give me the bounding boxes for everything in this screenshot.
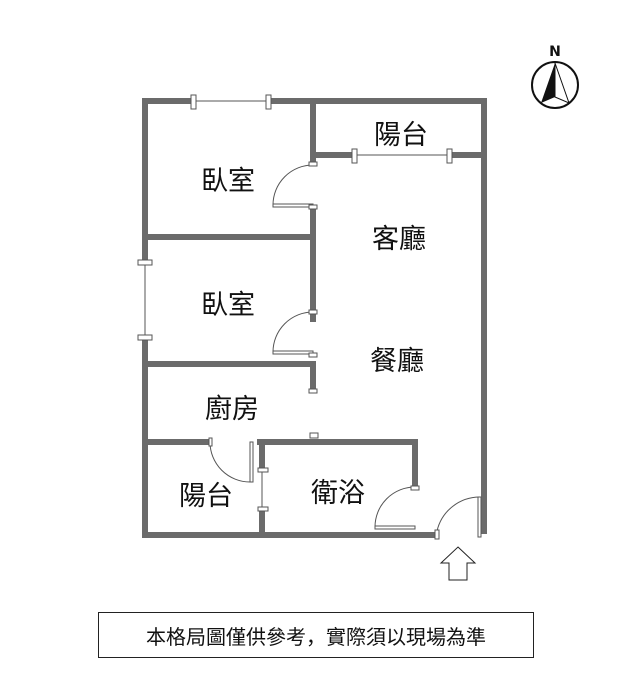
- compass-north-label: N: [549, 44, 561, 60]
- windows: [137, 94, 453, 512]
- doors: [208, 161, 482, 540]
- room-label-bedroom-1: 臥室: [201, 166, 255, 197]
- room-label-balcony-front: 陽台: [374, 120, 428, 151]
- walls: [142, 98, 487, 538]
- north-compass-icon: [531, 61, 579, 109]
- room-label-bathroom: 衛浴: [311, 478, 365, 509]
- disclaimer-box: 本格局圖僅供參考，實際須以現場為準: [98, 612, 534, 658]
- room-label-balcony-back: 陽台: [179, 481, 233, 512]
- room-label-living-room: 客廳: [372, 224, 426, 255]
- room-label-dining-room: 餐廳: [370, 346, 424, 377]
- entrance-arrow-icon: [439, 546, 477, 581]
- disclaimer-text: 本格局圖僅供參考，實際須以現場為準: [146, 624, 486, 649]
- room-label-kitchen: 廚房: [205, 394, 259, 425]
- room-label-bedroom-2: 臥室: [201, 290, 255, 321]
